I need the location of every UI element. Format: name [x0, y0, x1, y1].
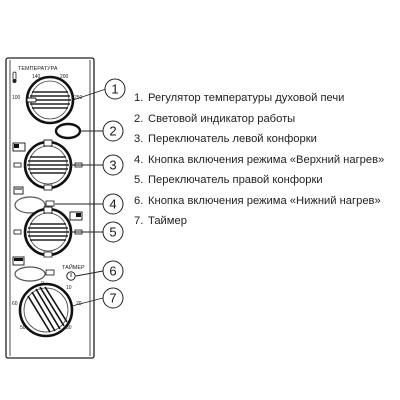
- callout-7: 7: [102, 287, 124, 309]
- callout-6-number: 6: [109, 264, 116, 279]
- legend-item-5: 5.Переключатель правой конфорки: [134, 174, 323, 186]
- left-burner-icon: [12, 142, 26, 152]
- legend-item-4: 4.Кнопка включения режима «Верхний нагре…: [134, 153, 385, 166]
- temp-mark-200: 200: [60, 74, 69, 80]
- right-burner-icon: [69, 211, 83, 221]
- timer-bell-icon: [66, 271, 76, 281]
- legend-item-6: 6.Кнопка включения режима «Нижний нагрев…: [134, 194, 381, 207]
- bottom-heat-button-indicator: [45, 269, 55, 276]
- parts-legend: 1.Регулятор температуры духовой печи 2.С…: [134, 88, 396, 232]
- callout-3: 3: [102, 154, 124, 176]
- timer-mark-10: 10: [66, 285, 72, 291]
- callout-7-number: 7: [109, 291, 116, 306]
- timer-mark-60: 60: [12, 301, 18, 307]
- legend-item-7: 7.Таймер: [134, 215, 187, 227]
- callout-4: 4: [102, 193, 124, 215]
- right-burner-knob[interactable]: [13, 206, 83, 258]
- top-heat-mode-button[interactable]: [14, 196, 46, 214]
- power-indicator-lamp: [54, 122, 82, 140]
- left-burner-knob[interactable]: [13, 139, 83, 191]
- temp-mark-100: 100: [12, 95, 21, 101]
- timer-knob[interactable]: [18, 282, 74, 338]
- thermometer-icon: [12, 71, 17, 83]
- callout-5: 5: [102, 221, 124, 243]
- callout-5-number: 5: [109, 225, 116, 240]
- legend-item-1: 1.Регулятор температуры духовой печи: [134, 92, 345, 104]
- timer-label: ТАЙМЕР: [62, 263, 85, 271]
- bottom-heat-mode-button[interactable]: [14, 266, 46, 282]
- legend-item-2: 2.Световой индикатор работы: [134, 112, 296, 125]
- callout-1: 1: [104, 78, 126, 100]
- callout-2: 2: [102, 120, 124, 142]
- legend-item-3: 3.Переключатель левой конфорки: [134, 133, 317, 145]
- temperature-knob[interactable]: [25, 75, 75, 125]
- callout-3-number: 3: [109, 158, 116, 173]
- callout-leaders: [55, 88, 107, 307]
- top-heat-mode-icon: [13, 186, 24, 195]
- callout-6: 6: [102, 260, 124, 282]
- bottom-heat-mode-icon: [12, 256, 25, 266]
- timer-mark-50: 50: [20, 325, 26, 331]
- timer-mark-30: 30: [66, 325, 72, 331]
- callout-2-number: 2: [109, 124, 116, 139]
- top-heat-button-indicator: [45, 200, 55, 207]
- callout-4-number: 4: [109, 197, 116, 212]
- callout-1-number: 1: [111, 82, 118, 97]
- temp-mark-140: 140: [32, 74, 41, 80]
- temperature-label: ТЕМПЕРАТУРА: [18, 66, 58, 72]
